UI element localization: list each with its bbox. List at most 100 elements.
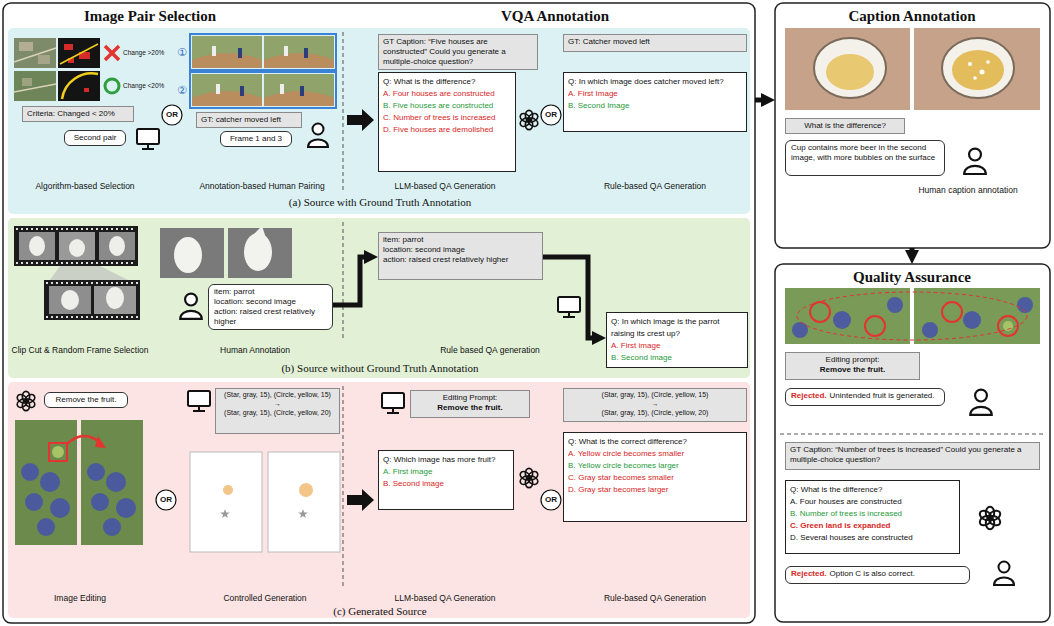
computer-icon (137, 129, 159, 149)
flow-arrow (347, 489, 374, 511)
blueberry-photo (15, 420, 143, 545)
or-circle (156, 490, 176, 510)
film-strip (94, 286, 136, 314)
speech-bubble: Cup contains more beer in the second ima… (785, 140, 945, 176)
box-text: Cup contains more beer in the second ima… (791, 143, 939, 163)
box-text: Rejected. (791, 569, 827, 578)
blueberry-photo (49, 443, 67, 461)
section-heading: (b) Source without Ground Truth Annotati… (281, 362, 478, 374)
computer-icon (188, 391, 210, 411)
box-text: Remove the fruit. (50, 395, 122, 405)
label-holder: Rule based QA generation (440, 346, 540, 355)
question-box: Q: What is the difference?A. Four houses… (785, 480, 960, 554)
box-text: GT: Catcher moved left (568, 37, 742, 47)
step-label: Human Annotation (220, 346, 290, 355)
person-icon (180, 124, 1014, 586)
panel-frame (3, 3, 1050, 623)
box-text: B. Five houses are constructed (383, 100, 511, 112)
blueberry-photo (942, 302, 962, 322)
box-text: B. Second Image (568, 100, 742, 112)
box-text: Remove the fruit. (415, 403, 525, 413)
satellite-image (64, 44, 73, 50)
annotation-box: Editing prompt:Remove the fruit. (785, 352, 920, 380)
film-strip (99, 232, 135, 260)
synthetic-image (190, 452, 262, 552)
blueberry-photo (21, 463, 136, 536)
blueberry-photo (95, 436, 106, 448)
satellite-image (14, 71, 56, 101)
speech-bubble: Rejected.Option C is also correct. (785, 566, 970, 584)
blueberry-photo (116, 498, 136, 518)
box-text: GT Caption: “Number of trees is increase… (790, 445, 1035, 465)
box-text: B. Second image (383, 478, 509, 490)
source-band: (c) Generated Source Remove the fruit. (St… (8, 382, 750, 618)
blueberry-photo (87, 463, 105, 481)
frame-photo (264, 91, 334, 106)
section-heading: VQA Annotation (501, 8, 609, 25)
frame-photo (304, 48, 308, 58)
flow-arrow (333, 257, 370, 305)
heading-holder: (c) Generated Source (333, 605, 426, 617)
step-label: LLM-based QA Generation (394, 182, 495, 191)
satellite-image (19, 42, 33, 51)
blueberry-photo (106, 472, 126, 492)
box-text: → (568, 400, 742, 409)
blueberry-photo (810, 302, 830, 322)
synthetic-image (223, 485, 233, 495)
blueberry-photo (15, 420, 77, 545)
person-icon (970, 390, 992, 415)
frame-photo (212, 46, 216, 56)
annotation-box: Criteria: Changed < 20% (22, 106, 134, 122)
section-panel: Caption AnnotationWhat is the difference… (775, 3, 1050, 248)
question-box: Q: What is the correct difference?A. Yel… (563, 432, 747, 522)
blueberry-photo (21, 463, 39, 481)
label-holder: Change <20% (123, 82, 164, 89)
box-text: Q: In which image does catcher moved lef… (568, 76, 742, 88)
label-holder: Annotation-based Human Pairing (199, 182, 324, 191)
satellite-image (60, 44, 98, 64)
parrot-photo (244, 233, 272, 271)
box-text: (Star, gray, 15), (Circle, yellow, 15) (568, 391, 742, 400)
blueberry-photo (810, 302, 1018, 336)
blueberry-photo (52, 446, 64, 458)
film-strip (44, 280, 140, 320)
film-strip (69, 239, 85, 257)
box-text: Editing Prompt: (415, 393, 525, 403)
box-text: B. Yellow circle becomes larger (568, 460, 742, 472)
label-holder: ① (177, 46, 187, 58)
label-holder: OR (545, 496, 557, 505)
box-text: Q: What is the difference? (383, 76, 511, 88)
blueberry-photo (833, 311, 851, 329)
label-holder: LLM-based QA Generation (394, 594, 495, 603)
blueberry-photo (25, 493, 43, 511)
person-icon (994, 562, 1014, 586)
label-holder: Rule-based QA Generation (604, 594, 706, 603)
box-text: (Star, gray, 15), (Circle, yellow, 20) (568, 409, 742, 418)
or-circle (541, 105, 561, 125)
change-label: Change >20% (123, 49, 164, 56)
label-holder: OR (160, 496, 172, 505)
cup-photo (785, 28, 1040, 110)
frame-photo (264, 36, 334, 68)
frame-photo (192, 91, 262, 106)
frame-photo (300, 86, 304, 96)
cup-photo (968, 60, 990, 80)
box-text: C. Number of trees is increased (383, 112, 511, 124)
heading-holder: VQA Annotation (501, 8, 609, 25)
parrot-photo (252, 226, 266, 238)
section-heading: Caption Annotation (848, 8, 975, 25)
step-label: Rule based QA generation (440, 346, 540, 355)
box-text: action: raised crest relatively higher (214, 307, 327, 327)
box-text: location: second image (214, 297, 327, 307)
frame-photo (192, 36, 262, 68)
box-text: Q: Which image has more fruit? (383, 454, 509, 466)
section-heading: (c) Generated Source (333, 605, 426, 617)
box-text: A. First image (611, 340, 743, 352)
label-holder: Controlled Generation (223, 594, 306, 603)
cup-photo (968, 62, 972, 66)
box-text: Second pair (70, 133, 120, 143)
blueberry-photo (922, 322, 938, 338)
or-circle (162, 105, 182, 125)
or-marker: OR (545, 111, 557, 120)
